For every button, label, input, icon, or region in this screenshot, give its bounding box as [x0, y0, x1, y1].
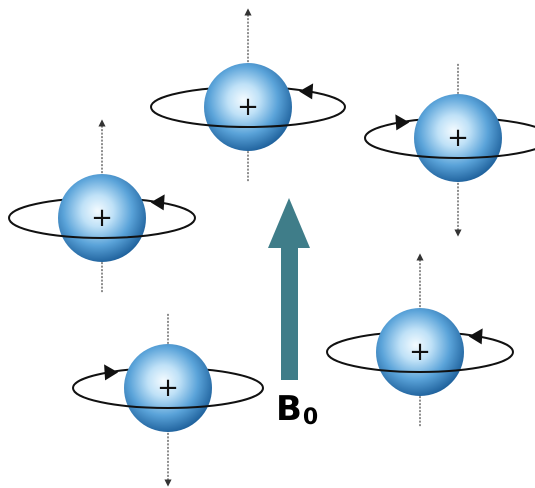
orbit-front: [326, 351, 514, 373]
proton-charge: +: [91, 203, 113, 233]
field-symbol: B: [276, 389, 302, 429]
rotation-arrow-icon: [150, 194, 165, 211]
proton-4: +: [326, 253, 514, 427]
orbit-front: [72, 387, 264, 409]
orbit-front: [150, 106, 346, 128]
proton-1: +: [150, 8, 346, 182]
proton-charge: +: [237, 92, 259, 122]
magnetic-field-arrow: [268, 198, 310, 380]
orbit-front: [364, 137, 535, 159]
proton-sphere: [414, 94, 502, 182]
field-arrow-head: [268, 198, 310, 248]
protons-group: + + + + +: [8, 8, 535, 487]
rotation-arrow-icon: [395, 114, 410, 131]
rotation-arrow-icon: [299, 83, 314, 100]
proton-sphere: [204, 63, 292, 151]
proton-3: +: [8, 119, 196, 293]
orbit-front: [8, 217, 196, 239]
proton-charge: +: [447, 123, 469, 153]
rotation-arrow-icon: [104, 364, 119, 381]
field-label: B0: [276, 392, 318, 429]
proton-sphere: [376, 308, 464, 396]
proton-5: +: [72, 313, 264, 487]
proton-sphere: [58, 174, 146, 262]
field-arrow-shaft: [281, 243, 298, 380]
proton-sphere: [124, 344, 212, 432]
proton-charge: +: [409, 337, 431, 367]
field-subscript: 0: [302, 405, 319, 430]
proton-2: +: [364, 63, 535, 237]
proton-charge: +: [157, 373, 179, 403]
rotation-arrow-icon: [468, 328, 483, 345]
